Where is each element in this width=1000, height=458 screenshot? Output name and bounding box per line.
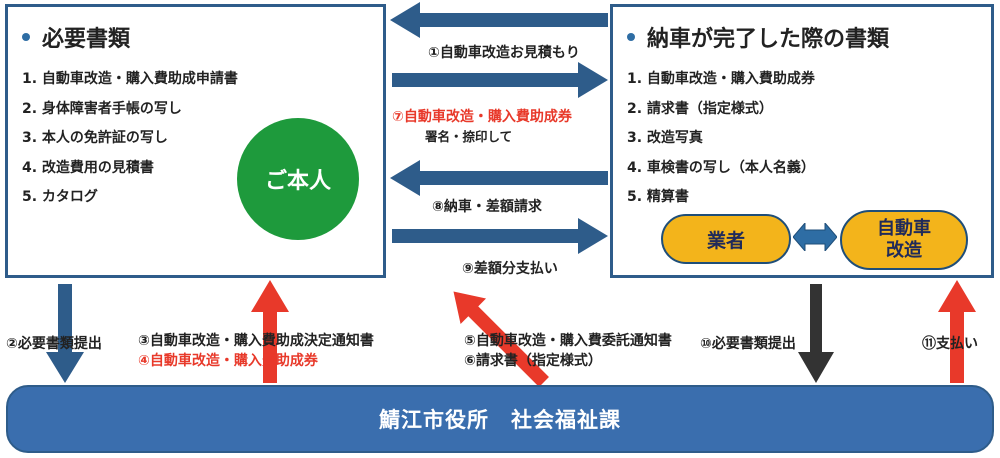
list-item: 1. 自動車改造・購入費助成申請書	[22, 71, 238, 87]
list-item: 1. 自動車改造・購入費助成券	[627, 71, 815, 87]
label-step9: ⑨差額分支払い	[462, 261, 558, 277]
arrow-right-step9	[392, 218, 608, 254]
arrow-left-step1	[390, 2, 608, 38]
person-circle: ご本人	[237, 118, 359, 240]
car-modification-pill: 自動車 改造	[840, 210, 968, 270]
required-documents-panel: 必要書類 1. 自動車改造・購入費助成申請書 2. 身体障害者手帳の写し 3. …	[5, 4, 386, 278]
delivery-documents-list: 1. 自動車改造・購入費助成券 2. 請求書（指定様式） 3. 改造写真 4. …	[627, 69, 815, 217]
list-item: 3. 改造写真	[627, 130, 703, 146]
required-documents-list: 1. 自動車改造・購入費助成申請書 2. 身体障害者手帳の写し 3. 本人の免許…	[22, 69, 238, 217]
delivery-documents-panel: 納車が完了した際の書類 1. 自動車改造・購入費助成券 2. 請求書（指定様式）…	[610, 4, 994, 278]
list-item: 2. 身体障害者手帳の写し	[22, 100, 182, 117]
list-item: 5. 精算書	[627, 189, 689, 205]
required-documents-title-text: 必要書類	[42, 27, 131, 52]
delivery-documents-title: 納車が完了した際の書類	[627, 21, 889, 53]
label-step11: ⑪支払い	[922, 336, 978, 352]
label-step6: ⑥請求書（指定様式）	[464, 353, 602, 369]
label-step1: ①自動車改造お見積もり	[428, 45, 580, 61]
delivery-documents-title-text: 納車が完了した際の書類	[647, 27, 890, 52]
list-item: 2. 請求書（指定様式）	[627, 100, 773, 117]
list-item: 3. 本人の免許証の写し	[22, 130, 168, 146]
label-step7: ⑦自動車改造・購入費助成券	[392, 109, 572, 125]
arrow-up-step11	[938, 280, 976, 383]
double-arrow-icon	[793, 223, 837, 251]
label-step3: ③自動車改造・購入費助成決定通知書	[138, 333, 374, 349]
city-office-bar: 鯖江市役所 社会福祉課	[6, 385, 994, 453]
city-office-label: 鯖江市役所 社会福祉課	[379, 408, 621, 432]
label-step10: ⑩必要書類提出	[700, 336, 796, 352]
car-modification-line1: 自動車	[877, 218, 931, 239]
arrow-right-step7	[392, 62, 608, 98]
car-modification-line2: 改造	[886, 240, 922, 261]
list-item: 4. 改造費用の見積書	[22, 159, 154, 176]
list-item: 4. 車検書の写し（本人名義）	[627, 159, 815, 176]
bullet-icon	[22, 33, 30, 41]
arrow-down-step2	[46, 284, 84, 383]
arrow-diagonal-step5-6	[453, 291, 549, 387]
bullet-icon	[627, 33, 635, 41]
label-step4: ④自動車改造・購入費助成券	[138, 353, 318, 369]
vendor-pill: 業者	[661, 214, 791, 264]
label-step8: ⑧納車・差額請求	[432, 199, 542, 215]
label-step2: ②必要書類提出	[6, 336, 102, 352]
required-documents-title: 必要書類	[22, 21, 130, 53]
arrow-up-step3-4	[251, 280, 289, 383]
label-step5: ⑤自動車改造・購入費委託通知書	[464, 333, 672, 349]
arrow-down-step10	[798, 284, 834, 383]
arrow-left-step8	[390, 160, 608, 196]
list-item: 5. カタログ	[22, 189, 98, 205]
label-step7-note: 署名・捺印して	[425, 129, 513, 144]
